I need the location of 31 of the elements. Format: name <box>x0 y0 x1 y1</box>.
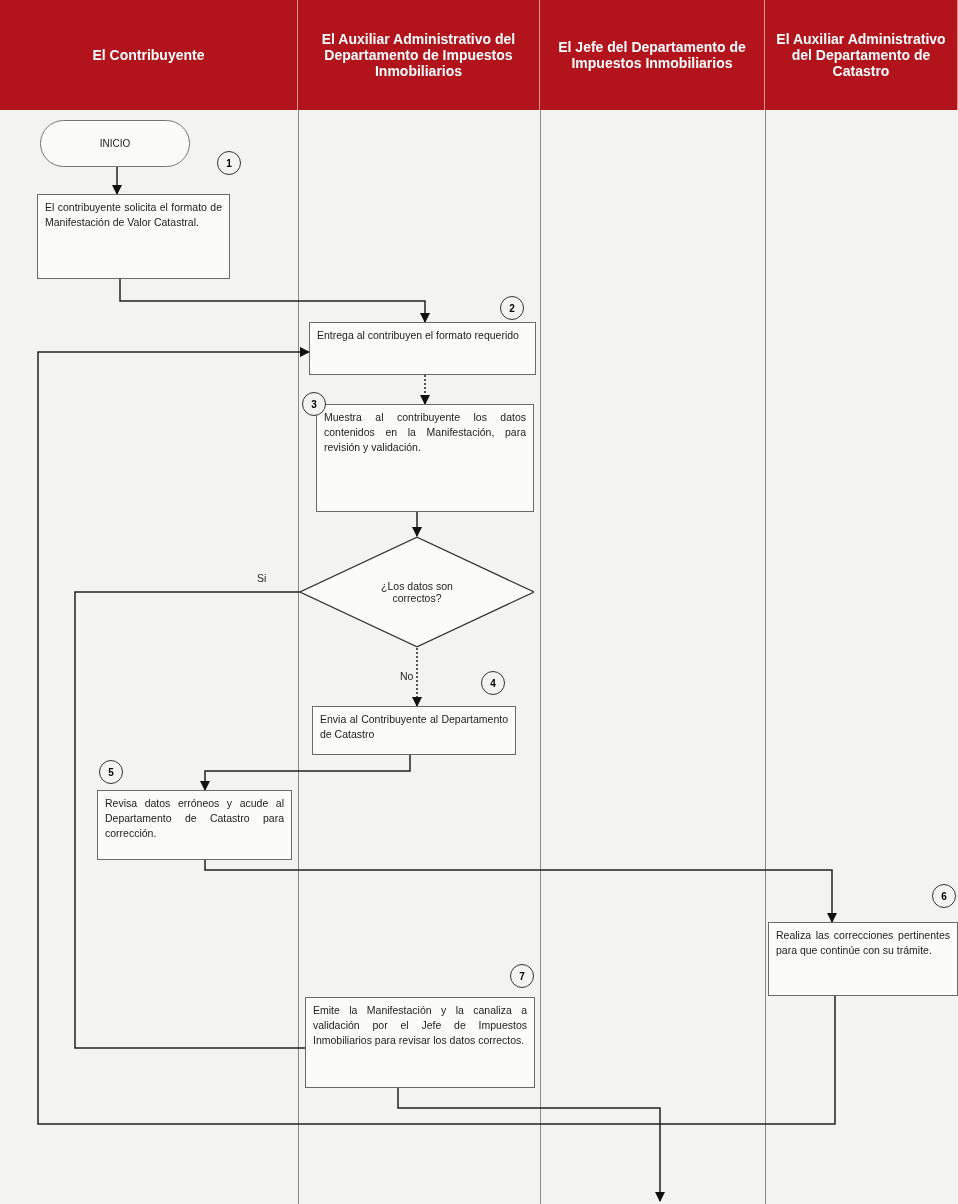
process-box: El contribuyente solicita el formato de Manifestación de Valor Catastral. <box>37 194 230 279</box>
lane-header: El Contribuyente <box>0 0 298 110</box>
arrow <box>111 166 123 196</box>
terminator-shape: INICIO <box>40 120 190 167</box>
lane-header: El Auxiliar Administrativo del Departamento de Impuestos Inmobiliarios <box>298 0 540 110</box>
edge-label: Si <box>255 572 269 584</box>
step-number: 2 <box>500 296 524 320</box>
process-box: Envia al Contribuyente al Departamento de Catastro <box>312 706 516 755</box>
arrow <box>397 1087 666 1203</box>
arrow <box>411 647 423 708</box>
step-number: 3 <box>302 392 326 416</box>
arrow <box>119 278 431 324</box>
step-number: 4 <box>481 671 505 695</box>
step-number: 5 <box>99 760 123 784</box>
process-box: Entrega al contribuyen el formato requerido <box>309 322 536 375</box>
arrow <box>199 754 411 792</box>
arrow <box>419 374 431 406</box>
lane-header: El Jefe del Departamento de Impuestos Inmobiliarios <box>540 0 765 110</box>
process-box: Realiza las correcciones pertinentes para que continúe con su trámite. <box>768 922 958 996</box>
step-number: 6 <box>932 884 956 908</box>
arrow <box>411 511 423 538</box>
lane-header: El Auxiliar Administrativo del Departamento de Catastro <box>765 0 958 110</box>
arrow <box>204 859 838 924</box>
process-box: Emite la Manifestación y la canaliza a validación por el Jefe de Impuestos Inmobiliarios para revisar los datos correctos. <box>305 997 535 1088</box>
decision-diamond: ¿Los datos son correctos? <box>300 536 534 648</box>
step-number: 7 <box>510 964 534 988</box>
edge-label: No <box>398 670 416 682</box>
process-box: Revisa datos erróneos y acude al Departamento de Catastro para corrección. <box>97 790 292 860</box>
step-number: 1 <box>217 151 241 175</box>
arrow <box>37 346 836 1125</box>
process-box: Muestra al contribuyente los datos contenidos en la Manifestación, para revisión y validación. <box>316 404 534 512</box>
